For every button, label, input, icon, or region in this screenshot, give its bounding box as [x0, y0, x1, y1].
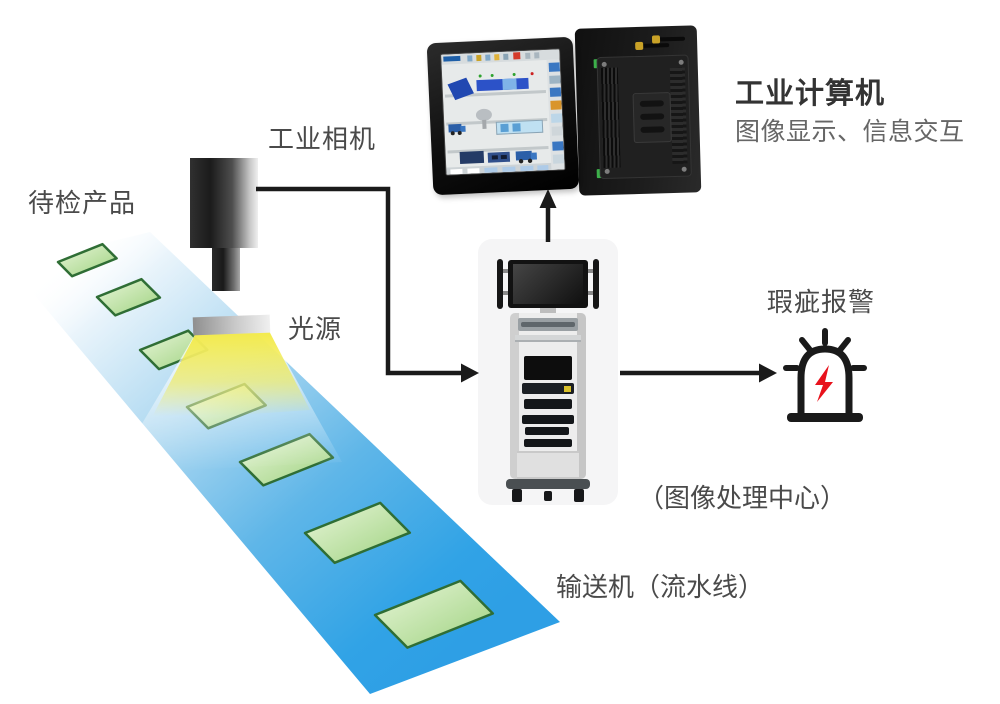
- cart-base: [506, 479, 590, 489]
- caster-wheel: [544, 491, 552, 501]
- arrowhead-up: [539, 189, 557, 208]
- caster-wheel: [574, 489, 584, 502]
- cart-bar-connector: [586, 291, 593, 295]
- cart-drawer: [524, 399, 572, 409]
- cart-tower: [510, 313, 586, 479]
- label-defect-alarm: 瑕疵报警: [767, 288, 876, 318]
- siren-dome: [797, 345, 853, 418]
- scada-bottom-bar: [446, 162, 552, 176]
- truck-icon: [515, 150, 538, 164]
- label-products-to-inspect: 待检产品: [28, 189, 137, 219]
- scada-screen-graphic: [441, 49, 566, 176]
- product-item: [56, 242, 118, 278]
- light-source-bar: [192, 314, 271, 336]
- scada-process-graphics: [444, 72, 549, 164]
- cart-keyboard-slot: [518, 318, 578, 331]
- image-processing-center: [478, 239, 618, 505]
- product-item: [303, 501, 412, 565]
- arrowhead-right: [461, 363, 479, 383]
- siren-rays: [783, 328, 867, 371]
- cart-handle-bar: [497, 259, 503, 309]
- scada-screen: [440, 48, 566, 176]
- cart-bar-connector: [586, 269, 593, 273]
- cart-drawer: [525, 427, 569, 435]
- industrial-computer-front: [426, 36, 580, 196]
- label-image-processing-center: （图像处理中心）: [638, 484, 847, 514]
- product-item: [95, 277, 162, 317]
- cart-handle-bar: [593, 259, 599, 309]
- truck-icon: [448, 123, 466, 136]
- cart-monitor: [508, 260, 588, 308]
- cart-lower-panel: [517, 451, 579, 479]
- cart-drawer: [524, 439, 572, 447]
- arrowhead-right: [759, 363, 777, 383]
- caster-wheel: [512, 489, 522, 502]
- products-on-belt: [56, 242, 495, 649]
- arrow-processor-to-alarm: [620, 363, 777, 383]
- cart-shelf: [515, 335, 581, 342]
- lightning-bolt-icon: [815, 365, 833, 402]
- cart-module: [522, 383, 574, 394]
- label-industrial-camera: 工业相机: [268, 125, 377, 155]
- alarm-siren-icon: [783, 328, 867, 422]
- product-item: [373, 579, 495, 649]
- label-light-source: 光源: [288, 315, 343, 345]
- cart-bar-connector: [503, 291, 510, 295]
- cart-bar-connector: [503, 269, 510, 273]
- cart-drawer: [522, 415, 574, 424]
- cart-instrument-display: [524, 356, 572, 380]
- camera-icon: [190, 158, 258, 291]
- light-cone: [150, 327, 310, 421]
- scada-toolbar: [441, 49, 562, 65]
- arrow-camera-to-processor: [256, 186, 479, 383]
- label-industrial-computer-subtitle: 图像显示、信息交互: [735, 117, 965, 146]
- label-industrial-computer-title: 工业计算机: [735, 76, 886, 110]
- siren-base: [787, 413, 863, 422]
- cart-monitor-stand: [540, 308, 556, 314]
- label-conveyor-line: 输送机（流水线）: [556, 573, 765, 603]
- arrow-processor-to-computer: [539, 189, 557, 242]
